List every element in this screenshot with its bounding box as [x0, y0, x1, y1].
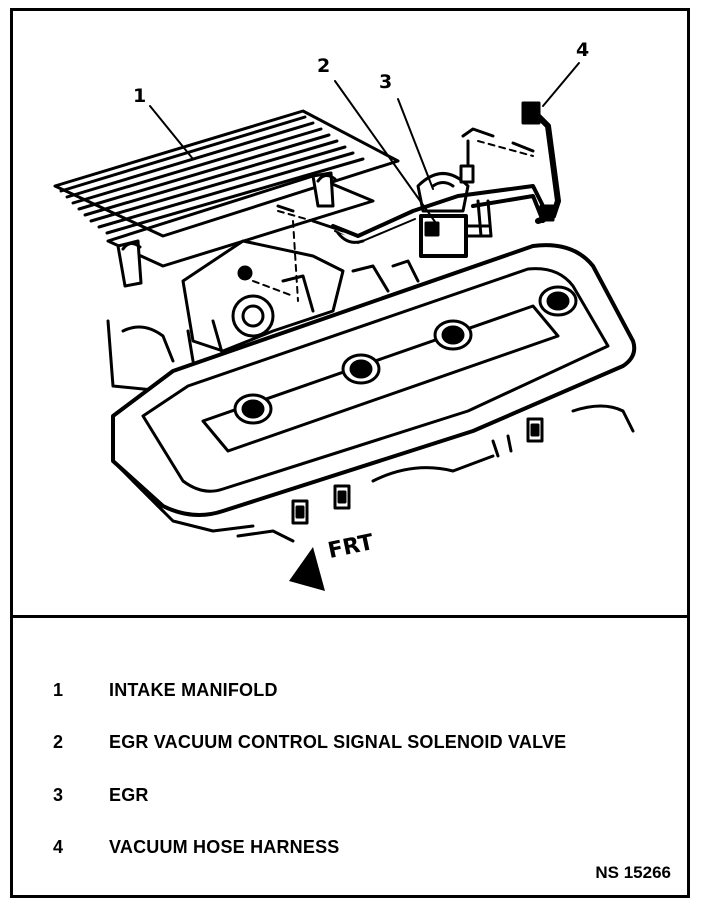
- callout-2: 2: [317, 55, 331, 77]
- legend-number: 2: [53, 732, 64, 752]
- legend-divider: [13, 615, 687, 618]
- legend-label: EGR: [109, 785, 149, 805]
- callout-4: 4: [576, 39, 590, 61]
- dashed-lines: [252, 140, 534, 302]
- leader-lines: [149, 62, 580, 227]
- front-arrow-icon: [289, 547, 325, 591]
- solenoid-valve-shape: [419, 199, 493, 258]
- legend-item: 3 EGR: [53, 785, 149, 806]
- intake-manifold-shape: [53, 109, 400, 288]
- legend: 1 INTAKE MANIFOLD 2 EGR VACUUM CONTROL SIG…: [13, 618, 687, 895]
- callout-3: 3: [379, 71, 393, 93]
- legend-item: 1 INTAKE MANIFOLD: [53, 680, 278, 701]
- legend-label: VACUUM HOSE HARNESS: [109, 837, 340, 857]
- legend-label: EGR VACUUM CONTROL SIGNAL SOLENOID VALVE: [109, 732, 567, 752]
- engine-illustration: [53, 62, 637, 591]
- legend-item: 2 EGR VACUUM CONTROL SIGNAL SOLENOID VALV…: [53, 732, 566, 753]
- reference-code: NS 15266: [595, 863, 671, 882]
- legend-number: 3: [53, 785, 64, 805]
- vacuum-hose-shape: [276, 101, 561, 244]
- legend-number: 1: [53, 680, 64, 700]
- engine-block-shape: [106, 239, 420, 393]
- callout-1: 1: [133, 85, 147, 107]
- valve-cover-shape: [111, 243, 637, 543]
- legend-label: INTAKE MANIFOLD: [109, 680, 278, 700]
- legend-item: 4 VACUUM HOSE HARNESS: [53, 837, 340, 858]
- legend-number: 4: [53, 837, 64, 857]
